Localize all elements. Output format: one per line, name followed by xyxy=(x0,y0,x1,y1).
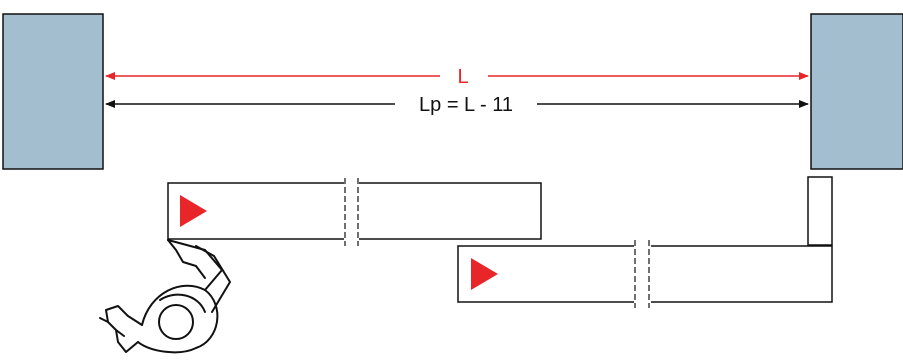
right-wall xyxy=(810,13,903,170)
direction-arrow-icon xyxy=(180,195,207,227)
person-icon xyxy=(99,239,231,354)
end-stop-profile xyxy=(807,176,833,246)
sliding-panel-1 xyxy=(167,178,542,246)
sliding-panel-2 xyxy=(457,240,833,308)
left-wall xyxy=(2,13,104,170)
dimension-label-lp: Lp = L - 11 xyxy=(419,94,513,116)
direction-arrow-icon xyxy=(471,258,498,290)
dimension-label-l: L xyxy=(457,66,468,88)
